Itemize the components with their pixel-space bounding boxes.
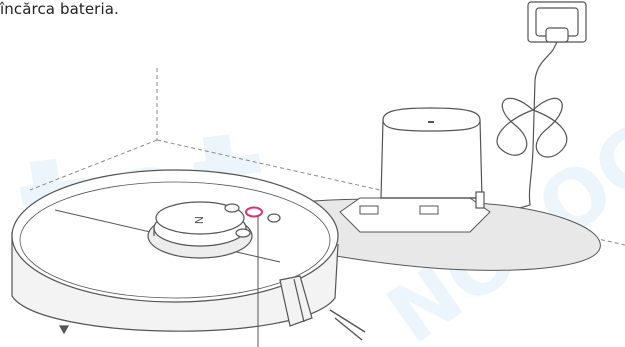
charging-dock (381, 108, 484, 208)
robot-logo: N (192, 216, 205, 224)
robot-vacuum (12, 170, 365, 347)
wall-outlet (528, 2, 586, 50)
